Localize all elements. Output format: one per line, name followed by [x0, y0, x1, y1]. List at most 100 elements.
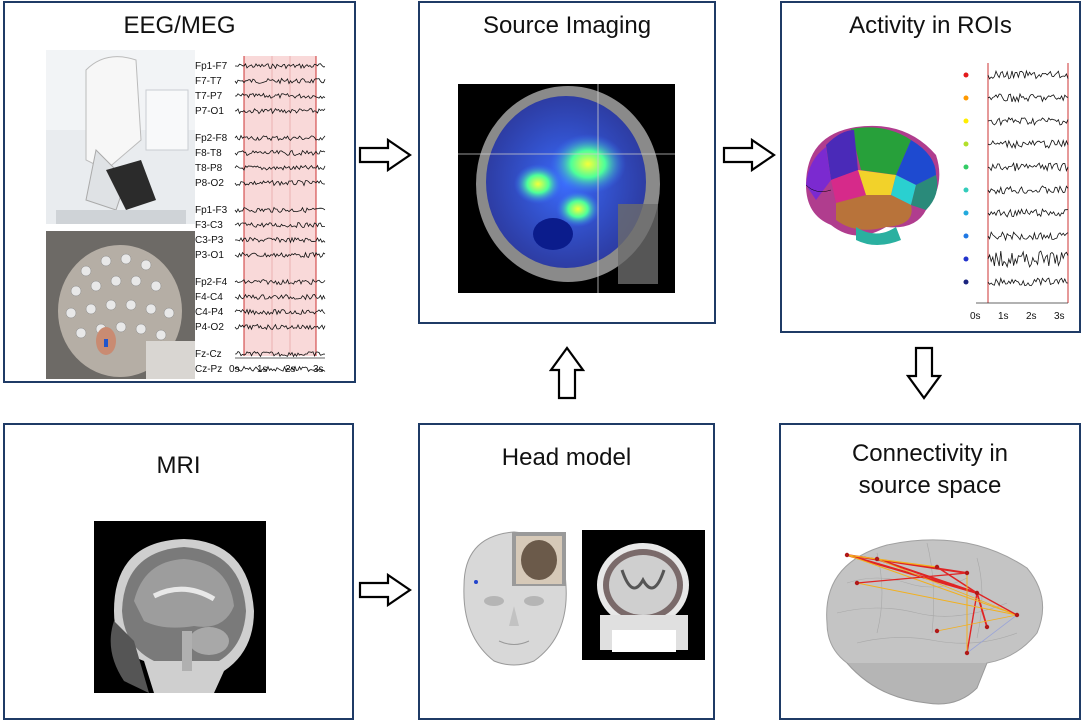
- channel-label: P4-O2: [195, 322, 224, 333]
- connectivity-edge: [966, 614, 1018, 654]
- connectivity-edge: [876, 558, 978, 594]
- connectivity-node: [974, 590, 980, 596]
- connectivity-node: [964, 570, 970, 576]
- panel-mri: MRI: [3, 423, 354, 720]
- connectivity-node: [854, 580, 860, 586]
- connectivity-edge: [976, 592, 1018, 616]
- connectivity-edge: [856, 572, 968, 584]
- connectivity-edge: [936, 566, 978, 594]
- connectivity-node: [844, 552, 850, 558]
- channel-label: Fp2-F8: [195, 133, 228, 144]
- roi-color-dot: [963, 279, 969, 285]
- eeg-trace: [234, 206, 326, 214]
- time-tick-label: 2s: [285, 364, 296, 375]
- eeg-trace-plot: Fp1-F7F7-T7T7-P7P7-O1Fp2-F8F8-T8T8-P8P8-…: [195, 56, 326, 375]
- roi-color-dot: [963, 187, 969, 193]
- roi-color-dot: [963, 233, 969, 239]
- channel-label: Cz-Pz: [195, 364, 222, 375]
- eeg-trace: [234, 350, 326, 358]
- eeg-trace: [234, 365, 326, 373]
- eeg-trace: [234, 164, 326, 172]
- channel-label: T8-P8: [195, 163, 223, 174]
- roi-color-dot: [963, 72, 969, 78]
- eeg-trace: [235, 92, 326, 100]
- eeg-cap-image: [46, 231, 195, 379]
- connectivity-node: [964, 650, 970, 656]
- roi-trace: [987, 208, 1069, 218]
- highlight-window: [244, 56, 316, 356]
- roi-color-dot: [963, 164, 969, 170]
- channel-label: Fp2-F4: [195, 277, 228, 288]
- panel-connectivity: Connectivity in source space: [779, 423, 1081, 720]
- roi-trace: [987, 162, 1069, 173]
- eeg-trace: [234, 308, 326, 316]
- connectivity-node: [1014, 612, 1020, 618]
- connectivity-node: [934, 628, 940, 634]
- connectivity-edge: [856, 582, 1018, 616]
- connectivity-edge: [846, 554, 1018, 616]
- connectivity-node: [984, 624, 990, 630]
- roi-color-dot: [963, 118, 969, 124]
- parcellated-brain-image: [805, 125, 940, 245]
- eeg-trace: [235, 63, 326, 70]
- time-tick-label: 0s: [970, 311, 981, 322]
- channel-label: Fp1-F3: [195, 205, 228, 216]
- channel-label: C3-P3: [195, 235, 224, 246]
- channel-label: P3-O1: [195, 250, 224, 261]
- roi-trace: [987, 276, 1069, 287]
- arrow-up-icon: [549, 346, 585, 400]
- panel-title: EEG/MEG: [123, 12, 236, 39]
- panel-title: MRI: [156, 452, 201, 479]
- eeg-trace: [234, 251, 326, 258]
- time-tick-label: 1s: [998, 311, 1009, 322]
- time-tick-label: 0s: [229, 364, 240, 375]
- roi-trace: [987, 139, 1069, 150]
- head-mesh-image: [463, 531, 567, 666]
- eeg-trace: [234, 236, 326, 244]
- roi-trace: [987, 250, 1069, 269]
- eeg-trace: [234, 221, 325, 229]
- panel-title: Source Imaging: [482, 12, 652, 39]
- roi-color-dot: [963, 95, 969, 101]
- channel-label: F7-T7: [195, 76, 222, 87]
- channel-label: F4-C4: [195, 292, 223, 303]
- roi-color-dot: [963, 141, 969, 147]
- eeg-trace: [234, 293, 326, 301]
- eeg-trace: [234, 323, 326, 331]
- channel-label: Fz-Cz: [195, 349, 222, 360]
- eeg-trace: [234, 149, 326, 156]
- panel-title-line2: source space: [858, 472, 1002, 499]
- time-tick-label: 3s: [313, 364, 324, 375]
- head-model-slice-image: [582, 530, 705, 660]
- eeg-trace: [234, 107, 326, 115]
- eeg-trace: [234, 77, 326, 85]
- channel-label: F3-C3: [195, 220, 223, 231]
- roi-trace: [987, 185, 1069, 195]
- connectivity-edge: [846, 554, 938, 568]
- arrow-right-icon: [358, 573, 412, 607]
- connectivity-edge: [876, 558, 1018, 616]
- channel-label: Fp1-F7: [195, 61, 228, 72]
- eeg-trace: [234, 278, 326, 286]
- eeg-trace: [234, 179, 325, 187]
- channel-label: P8-O2: [195, 178, 224, 189]
- time-tick-label: 1s: [257, 364, 268, 375]
- roi-trace: [987, 231, 1069, 242]
- panel-title: Activity in ROIs: [849, 12, 1012, 39]
- panel-head-model: Head model: [418, 423, 715, 720]
- time-tick-label: 3s: [1054, 311, 1065, 322]
- roi-color-dot: [963, 210, 969, 216]
- panel-title: Head model: [501, 444, 632, 471]
- channel-label: P7-O1: [195, 106, 224, 117]
- arrow-right-icon: [722, 138, 776, 172]
- connectivity-edge: [936, 614, 1018, 632]
- eeg-trace: [234, 134, 326, 142]
- connectivity-brain-image: [826, 539, 1044, 705]
- channel-label: F8-T8: [195, 148, 222, 159]
- arrow-right-icon: [358, 138, 412, 172]
- arrow-down-icon: [906, 346, 942, 400]
- connectivity-edge: [966, 592, 978, 654]
- panel-source-imaging: Source Imaging: [418, 1, 716, 324]
